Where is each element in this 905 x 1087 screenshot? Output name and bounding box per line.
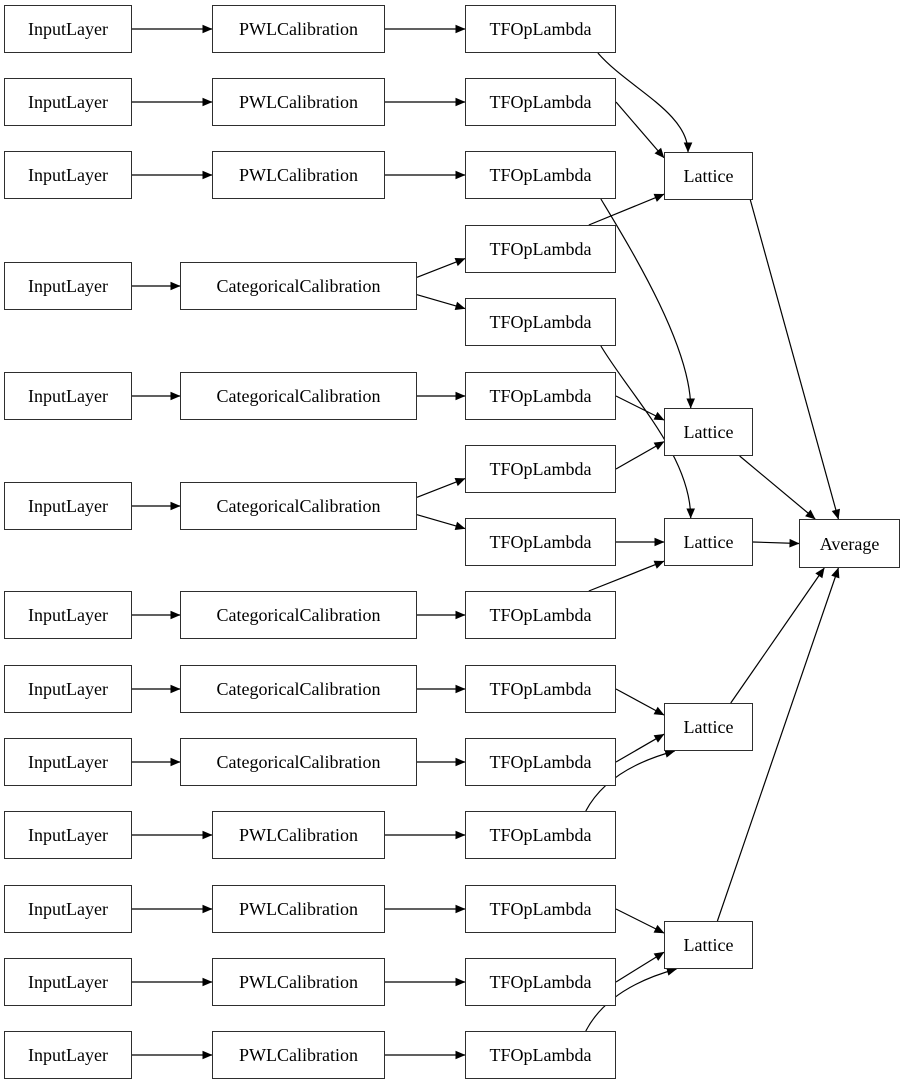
node-in12-inputlayer: InputLayer (4, 958, 132, 1006)
node-in6-inputlayer: InputLayer (4, 482, 132, 530)
edge-c1-t4 (416, 258, 466, 278)
edge-l4-avg (730, 567, 825, 704)
node-t13-tfoplambda: TFOpLambda (465, 885, 616, 933)
edge-t3-l2 (600, 198, 695, 409)
node-in4-inputlayer: InputLayer (4, 262, 132, 310)
node-in8-inputlayer: InputLayer (4, 665, 132, 713)
node-p3-pwlcalibration: PWLCalibration (212, 151, 385, 199)
edge-t4-l1 (588, 193, 665, 226)
node-t7-tfoplambda: TFOpLambda (465, 445, 616, 493)
node-in3-inputlayer: InputLayer (4, 151, 132, 199)
node-t2-tfoplambda: TFOpLambda (465, 78, 616, 126)
edge-l3-avg (752, 538, 800, 548)
node-t1-tfoplambda: TFOpLambda (465, 5, 616, 53)
edge-c1-t5 (416, 294, 466, 311)
edge-t5-l3 (600, 345, 695, 519)
node-avg-average: Average (799, 519, 900, 568)
node-t3-tfoplambda: TFOpLambda (465, 151, 616, 199)
node-t6-tfoplambda: TFOpLambda (465, 372, 616, 420)
node-t5-tfoplambda: TFOpLambda (465, 298, 616, 346)
node-c4-categoricalcalibration: CategoricalCalibration (180, 591, 417, 639)
edge-l2-avg (739, 455, 816, 520)
node-t9-tfoplambda: TFOpLambda (465, 591, 616, 639)
node-c3-categoricalcalibration: CategoricalCalibration (180, 482, 417, 530)
node-l2-lattice: Lattice (664, 408, 753, 456)
node-t10-tfoplambda: TFOpLambda (465, 665, 616, 713)
edge-t2-l1 (615, 101, 665, 159)
edge-t7-l2 (615, 441, 665, 470)
node-c6-categoricalcalibration: CategoricalCalibration (180, 738, 417, 786)
node-l5-lattice: Lattice (664, 921, 753, 969)
node-c5-categoricalcalibration: CategoricalCalibration (180, 665, 417, 713)
edge-c3-t8 (416, 514, 466, 531)
edge-l5-avg (716, 567, 840, 922)
node-p7-pwlcalibration: PWLCalibration (212, 1031, 385, 1079)
edge-l1-avg (749, 199, 841, 520)
node-in1-inputlayer: InputLayer (4, 5, 132, 53)
edge-t11-l4 (615, 733, 665, 763)
node-p6-pwlcalibration: PWLCalibration (212, 958, 385, 1006)
node-t8-tfoplambda: TFOpLambda (465, 518, 616, 566)
node-l4-lattice: Lattice (664, 703, 753, 751)
node-in7-inputlayer: InputLayer (4, 591, 132, 639)
node-in13-inputlayer: InputLayer (4, 1031, 132, 1079)
node-t12-tfoplambda: TFOpLambda (465, 811, 616, 859)
node-c1-categoricalcalibration: CategoricalCalibration (180, 262, 417, 310)
edges-group (132, 24, 841, 1060)
node-c2-categoricalcalibration: CategoricalCalibration (180, 372, 417, 420)
node-in10-inputlayer: InputLayer (4, 811, 132, 859)
edge-c3-t7 (416, 478, 466, 498)
node-in5-inputlayer: InputLayer (4, 372, 132, 420)
edge-t1-l1 (597, 52, 693, 153)
edge-t9-l3 (588, 560, 665, 592)
node-t14-tfoplambda: TFOpLambda (465, 958, 616, 1006)
edge-t6-l2 (615, 395, 665, 421)
node-in2-inputlayer: InputLayer (4, 78, 132, 126)
node-in9-inputlayer: InputLayer (4, 738, 132, 786)
node-l1-lattice: Lattice (664, 152, 753, 200)
node-in11-inputlayer: InputLayer (4, 885, 132, 933)
node-t15-tfoplambda: TFOpLambda (465, 1031, 616, 1079)
edge-t12-l4 (585, 749, 676, 812)
edge-t10-l4 (615, 688, 665, 716)
node-p2-pwlcalibration: PWLCalibration (212, 78, 385, 126)
node-p4-pwlcalibration: PWLCalibration (212, 811, 385, 859)
edge-t15-l5 (585, 967, 677, 1032)
edge-t14-l5 (615, 951, 665, 983)
node-p5-pwlcalibration: PWLCalibration (212, 885, 385, 933)
node-t4-tfoplambda: TFOpLambda (465, 225, 616, 273)
node-l3-lattice: Lattice (664, 518, 753, 566)
node-p1-pwlcalibration: PWLCalibration (212, 5, 385, 53)
edge-t13-l5 (615, 908, 665, 934)
node-t11-tfoplambda: TFOpLambda (465, 738, 616, 786)
